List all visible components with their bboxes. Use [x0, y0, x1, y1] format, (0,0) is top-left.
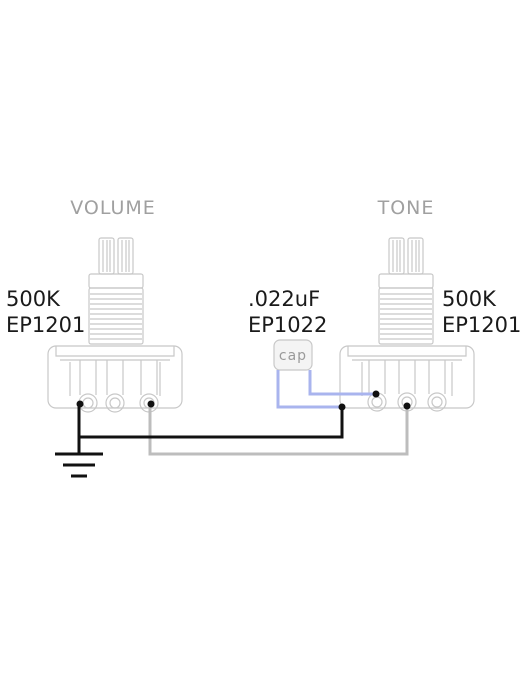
volume-lug-3: [140, 360, 158, 395]
solder-dot-tone-lug1: [372, 390, 380, 398]
capacitor-body-label: cap: [279, 348, 307, 364]
ground-symbol: [55, 452, 103, 478]
volume-body: [47, 345, 183, 409]
capacitor: .022uF EP1022 cap: [248, 287, 376, 409]
tone-part-label: EP1201: [442, 313, 521, 337]
volume-title: VOLUME: [70, 197, 156, 219]
volume-lug-1: [79, 360, 97, 395]
tone-body: [339, 345, 475, 409]
volume-pot: VOLUME: [6, 197, 183, 413]
tone-value-label: 500K: [442, 287, 497, 311]
solder-dot-volume-lug1: [76, 400, 84, 408]
tone-shaft: [378, 237, 434, 345]
tone-lug-1: [368, 360, 386, 394]
volume-lug-2: [106, 360, 124, 395]
volume-value-label: 500K: [6, 287, 61, 311]
capacitor-value-label: .022uF: [248, 287, 320, 311]
capacitor-lead-ground: [276, 370, 342, 409]
solder-dot-volume-lug3: [147, 400, 155, 408]
signal-wire: [148, 404, 409, 456]
tone-lug-3: [428, 360, 446, 394]
tone-lugs: [367, 360, 447, 412]
volume-part-label: EP1201: [6, 313, 85, 337]
ground-wire: [77, 404, 344, 439]
tone-lug-2: [398, 360, 416, 394]
capacitor-part-label: EP1022: [248, 313, 327, 337]
volume-shaft: [88, 237, 144, 345]
capacitor-body: [273, 339, 313, 371]
volume-lugs: [78, 360, 159, 413]
capacitor-lead-tone: [308, 370, 376, 396]
solder-dot-cap-ground: [338, 403, 346, 411]
solder-dot-tone-lug2: [403, 402, 411, 410]
tone-title: TONE: [377, 197, 435, 219]
tone-pot: TONE: [339, 197, 521, 412]
